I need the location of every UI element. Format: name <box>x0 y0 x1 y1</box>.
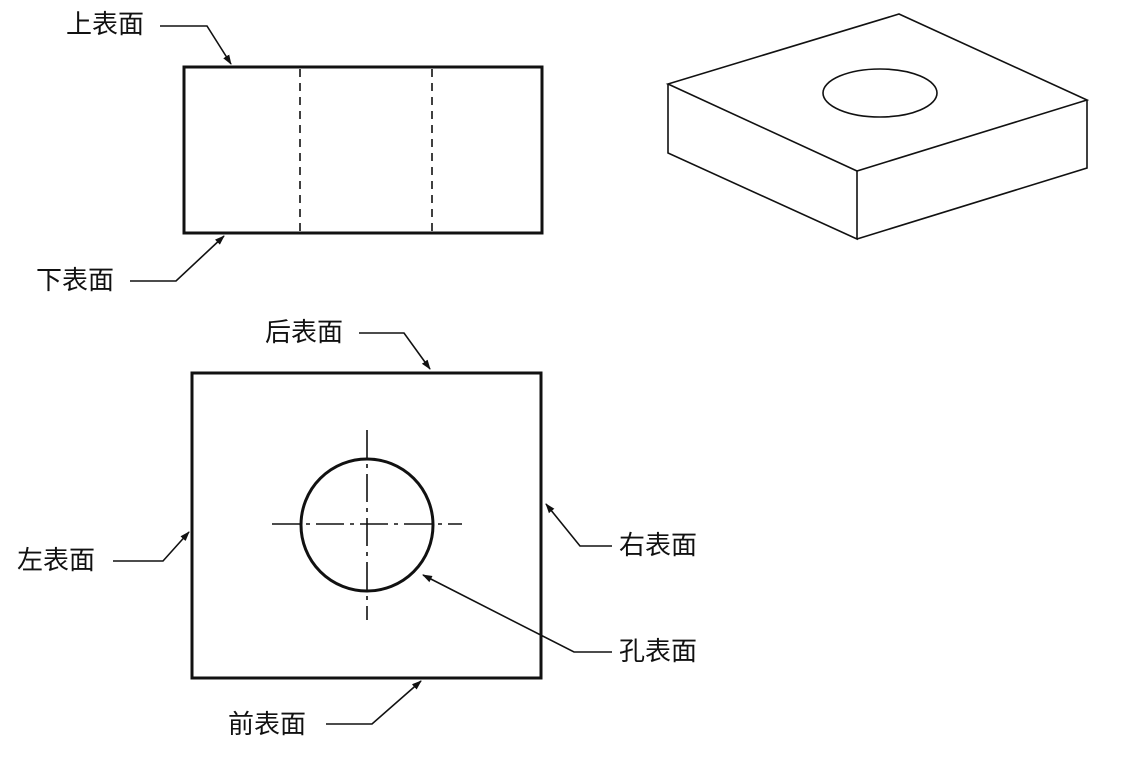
top-surface-leader <box>160 25 232 65</box>
top-surface-callout: 上表面 <box>66 10 232 65</box>
top-view-outline <box>190 371 543 680</box>
left-surface-callout: 左表面 <box>17 531 190 576</box>
back-surface-callout: 后表面 <box>265 318 431 370</box>
hole-surface-label: 孔表面 <box>619 637 697 667</box>
left-surface-label: 左表面 <box>17 546 95 576</box>
front-surface-label: 前表面 <box>228 710 306 740</box>
iso-hole <box>822 68 938 118</box>
iso-right-face <box>856 100 1088 240</box>
front-surface-callout: 前表面 <box>228 680 422 740</box>
bottom-surface-callout: 下表面 <box>36 235 225 296</box>
right-surface-callout: 右表面 <box>545 503 697 561</box>
back-surface-leader <box>359 332 431 370</box>
iso-top-face <box>665 13 1090 172</box>
back-surface-label: 后表面 <box>265 318 343 348</box>
bottom-surface-leader <box>130 235 225 282</box>
hole-surface-leader <box>422 574 612 653</box>
top-view <box>190 371 543 680</box>
front-view <box>182 65 544 235</box>
left-surface-leader <box>113 531 190 562</box>
front-surface-leader <box>326 680 422 725</box>
bottom-surface-label: 下表面 <box>36 266 114 296</box>
right-surface-leader <box>545 503 612 547</box>
hole-surface-callout: 孔表面 <box>422 574 697 667</box>
right-surface-label: 右表面 <box>619 531 697 561</box>
top-surface-label: 上表面 <box>66 10 144 40</box>
iso-left-face <box>667 84 858 241</box>
front-view-outline <box>182 65 544 235</box>
hole-circle <box>299 457 435 593</box>
isometric-view <box>665 13 1090 241</box>
